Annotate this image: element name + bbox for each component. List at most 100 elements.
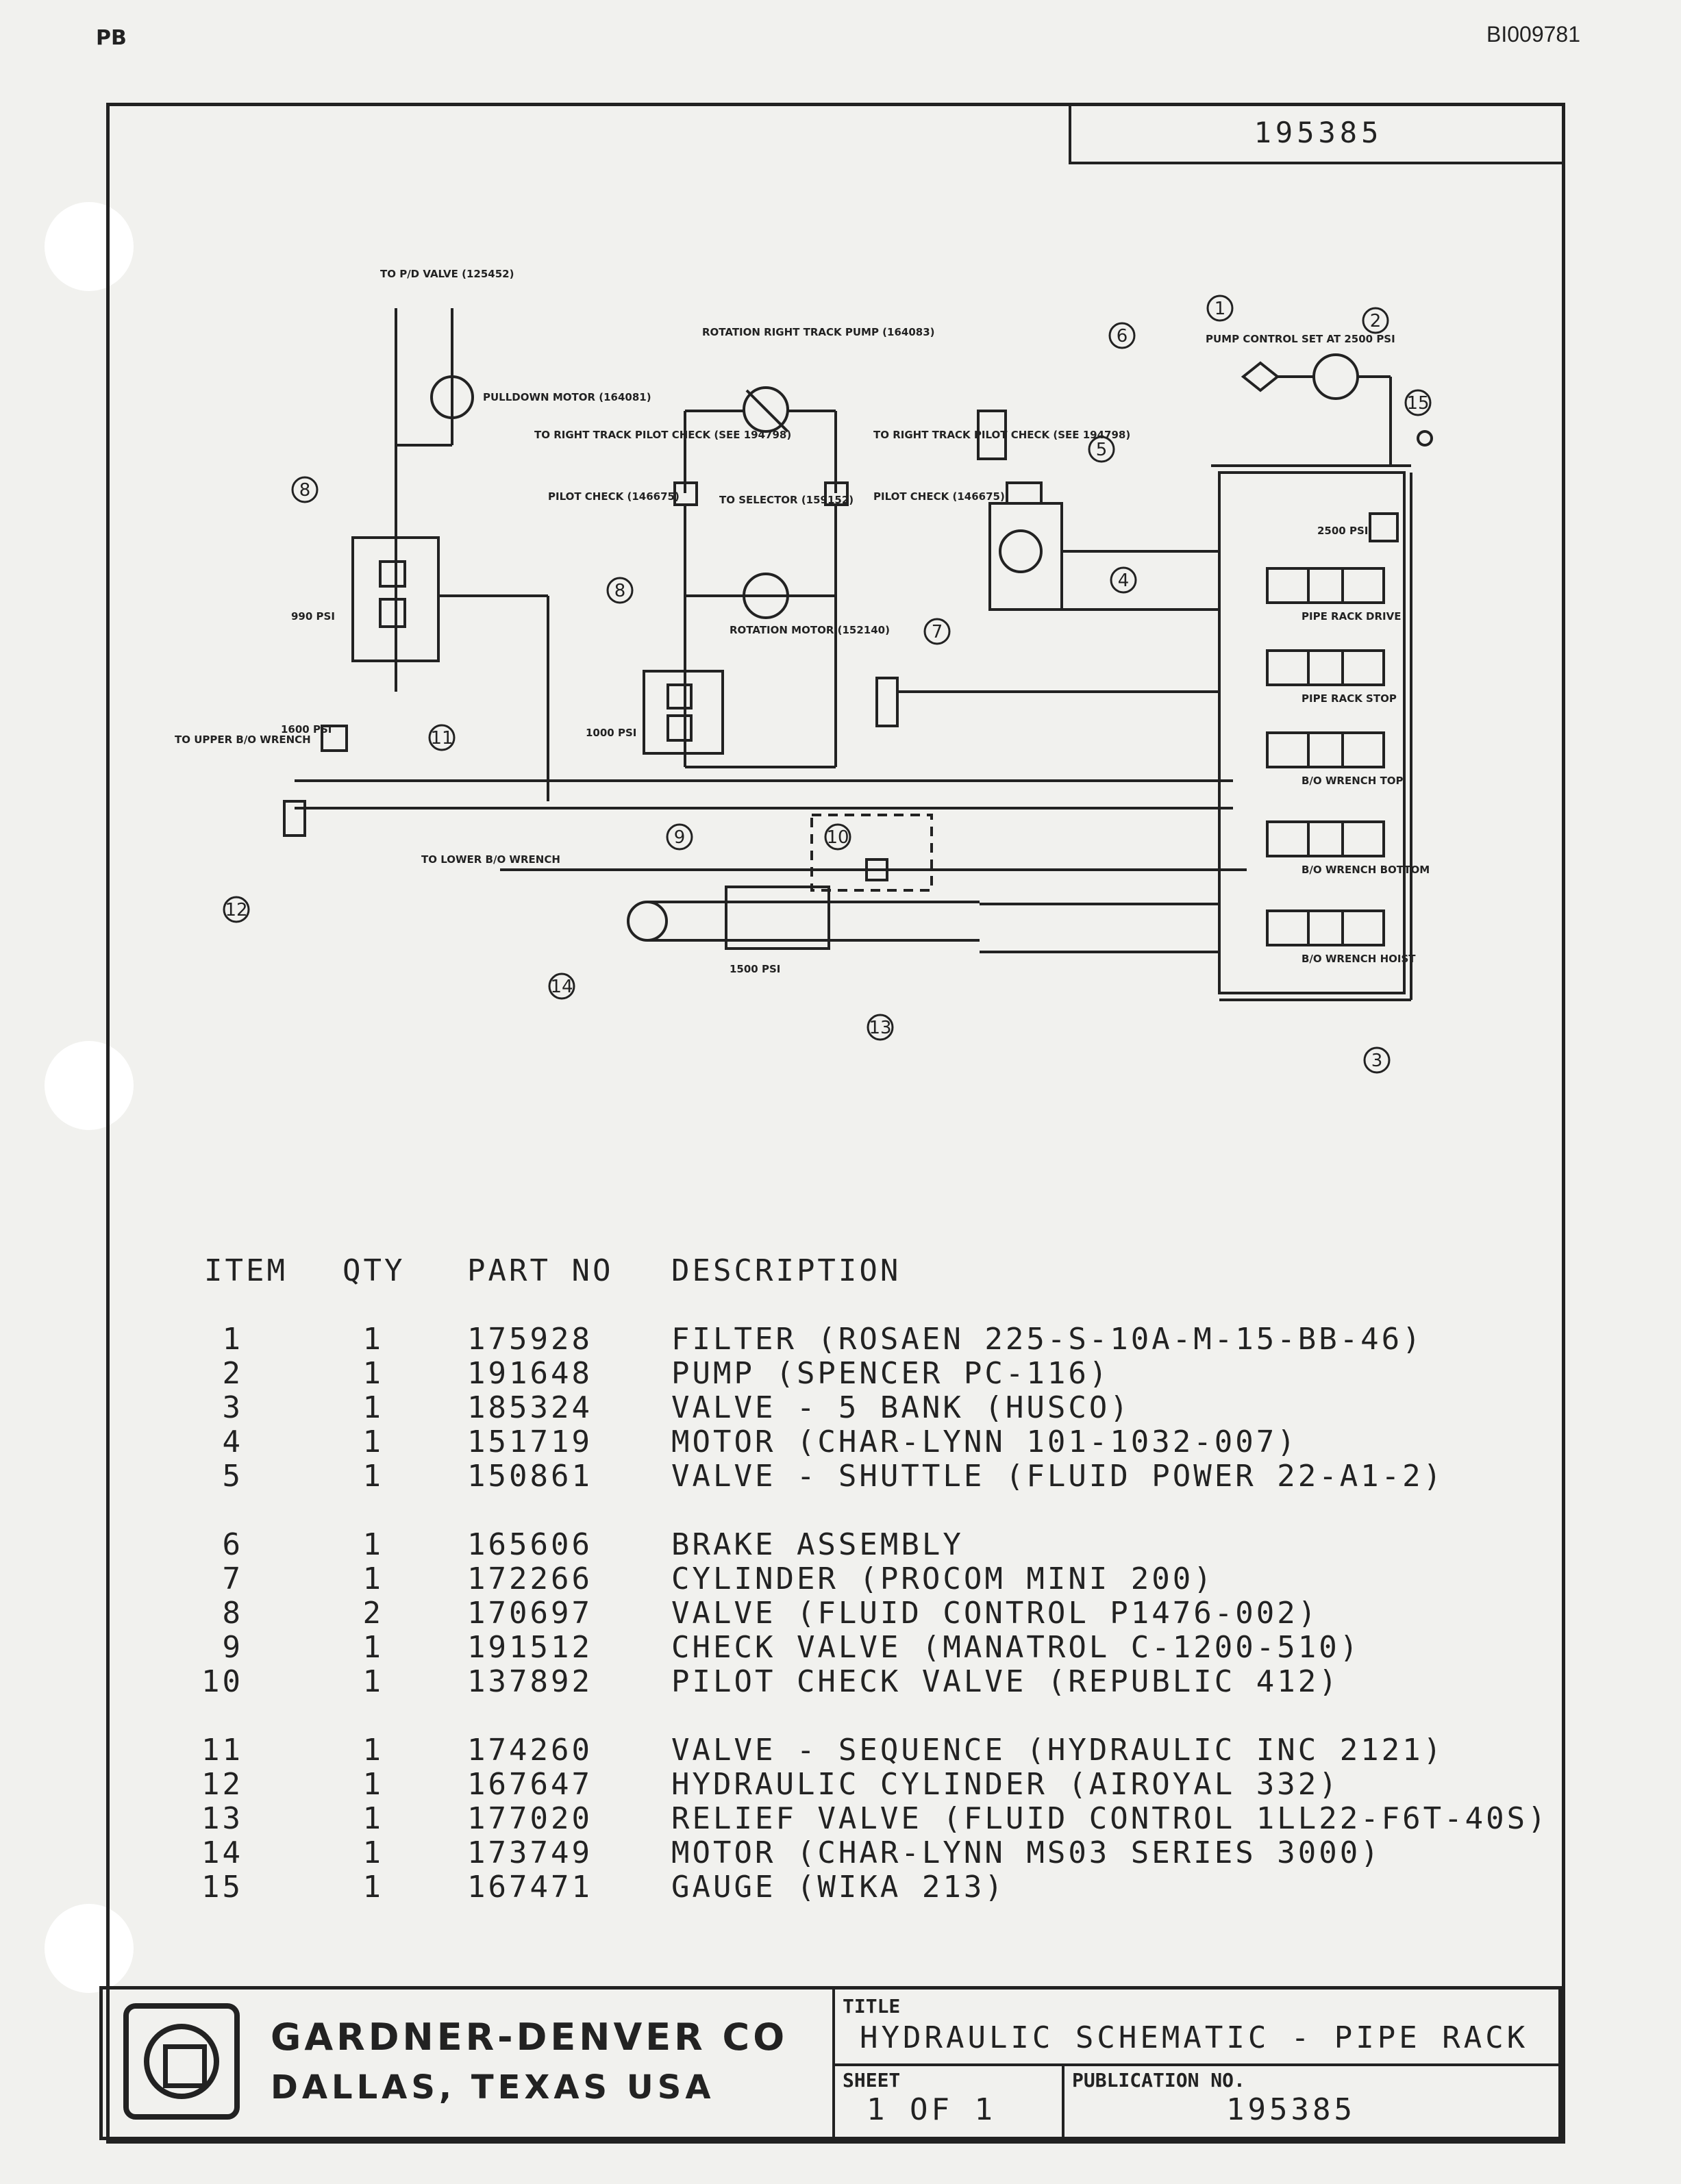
shuttle-valve-symbol — [1006, 481, 1043, 505]
svg-text:9: 9 — [674, 827, 686, 848]
parts-row-desc: VALVE - SEQUENCE (HYDRAULIC INC 2121) — [671, 1733, 1445, 1768]
svg-text:8: 8 — [299, 480, 311, 501]
label-1000-psi: 1000 PSI — [586, 727, 636, 739]
publication-label: PUBLICATION NO. — [1072, 2069, 1245, 2092]
svg-text:14: 14 — [550, 977, 573, 997]
parts-row-item: 3 — [222, 1390, 243, 1425]
label-lower-wrench: TO LOWER B/O WRENCH — [421, 853, 560, 866]
parts-row-desc: VALVE (FLUID CONTROL P1476-002) — [671, 1596, 1319, 1631]
label-pulldown-motor: PULLDOWN MOTOR (164081) — [483, 391, 651, 403]
parts-row-desc: MOTOR (CHAR-LYNN 101-1032-007) — [671, 1424, 1298, 1459]
five-bank-valve-symbol — [1218, 471, 1406, 994]
drawing-frame — [106, 103, 1565, 2144]
parts-row-item: 12 — [201, 1767, 243, 1802]
parts-row-item: 5 — [222, 1459, 243, 1494]
brake-assembly-symbol — [977, 410, 1007, 460]
label-bank-3: B/O WRENCH TOP — [1302, 775, 1404, 787]
parts-row-item: 15 — [201, 1870, 243, 1905]
parts-row-qty: 1 — [362, 1322, 384, 1357]
parts-row-desc: VALVE - 5 BANK (HUSCO) — [671, 1390, 1131, 1425]
svg-text:6: 6 — [1117, 326, 1128, 347]
label-bank-2: PIPE RACK STOP — [1302, 692, 1397, 705]
parts-row-qty: 1 — [362, 1870, 384, 1905]
parts-row-item: 8 — [222, 1596, 243, 1631]
label-right-pilot-left: TO RIGHT TRACK PILOT CHECK (SEE 194798) — [534, 429, 791, 441]
motor-14-symbol — [627, 901, 668, 942]
label-pump-control: PUMP CONTROL SET AT 2500 PSI — [1206, 333, 1395, 345]
parts-row-item: 7 — [222, 1561, 243, 1596]
sequence-valve-symbol — [321, 725, 348, 752]
parts-row-part: 170697 — [467, 1596, 593, 1631]
parts-row-part: 173749 — [467, 1835, 593, 1870]
parts-row-item: 6 — [222, 1527, 243, 1562]
pump-symbol — [1312, 353, 1359, 400]
parts-row-qty: 1 — [362, 1630, 384, 1665]
parts-row-qty: 1 — [362, 1835, 384, 1870]
parts-row-desc: MOTOR (CHAR-LYNN MS03 SERIES 3000) — [671, 1835, 1382, 1870]
filter-symbol — [1241, 361, 1280, 392]
title-label: TITLE — [843, 1995, 901, 2018]
parts-row-item: 14 — [201, 1835, 243, 1870]
drawing-title: HYDRAULIC SCHEMATIC - PIPE RACK — [860, 2020, 1529, 2055]
parts-row-item: 11 — [201, 1733, 243, 1768]
svg-text:11: 11 — [430, 728, 453, 749]
label-990-psi: 990 PSI — [291, 610, 335, 623]
parts-row-desc: PILOT CHECK VALVE (REPUBLIC 412) — [671, 1664, 1340, 1699]
parts-row-part: 191648 — [467, 1356, 593, 1391]
svg-text:2: 2 — [1370, 311, 1382, 331]
svg-text:3: 3 — [1371, 1051, 1383, 1071]
motor-4-symbol — [999, 529, 1043, 573]
parts-row-qty: 2 — [362, 1596, 384, 1631]
svg-text:10: 10 — [826, 827, 849, 848]
company-location: DALLAS, TEXAS USA — [271, 2068, 715, 2107]
parts-row-qty: 1 — [362, 1390, 384, 1425]
parts-row-item: 10 — [201, 1664, 243, 1699]
parts-row-part: 172266 — [467, 1561, 593, 1596]
parts-row-item: 9 — [222, 1630, 243, 1665]
label-2500-psi: 2500 PSI — [1317, 525, 1368, 537]
label-1600-psi: 1600 PSI — [281, 723, 332, 736]
drawing-number: 195385 — [1254, 115, 1383, 149]
parts-row-desc: BRAKE ASSEMBLY — [671, 1527, 964, 1562]
bank-spools — [1266, 567, 1385, 946]
cylinder-symbol — [875, 677, 899, 727]
header-item: ITEM — [204, 1253, 288, 1288]
parts-row-qty: 1 — [362, 1459, 384, 1494]
label-bank-5: B/O WRENCH HOIST — [1302, 953, 1416, 965]
parts-row-part: 151719 — [467, 1424, 593, 1459]
sheet-value: 1 OF 1 — [867, 2092, 996, 2127]
parts-row-item: 13 — [201, 1801, 243, 1836]
parts-row-part: 185324 — [467, 1390, 593, 1425]
parts-row-part: 165606 — [467, 1527, 593, 1562]
parts-row-part: 177020 — [467, 1801, 593, 1836]
parts-row-desc: GAUGE (WIKA 213) — [671, 1870, 1006, 1905]
binder-hole-middle — [45, 1041, 134, 1130]
company-logo — [123, 2003, 240, 2120]
parts-row-desc: PUMP (SPENCER PC-116) — [671, 1356, 1110, 1391]
label-1500-psi: 1500 PSI — [730, 963, 780, 975]
sheet-label: SHEET — [843, 2069, 901, 2092]
title-block: GARDNER-DENVER CO DALLAS, TEXAS USA TITL… — [99, 1986, 1562, 2140]
label-bank-4: B/O WRENCH BOTTOM — [1302, 864, 1430, 876]
header-part-no: PART NO — [467, 1253, 614, 1288]
header-description: DESCRIPTION — [671, 1253, 901, 1288]
parts-row-qty: 1 — [362, 1664, 384, 1699]
parts-row-qty: 1 — [362, 1561, 384, 1596]
parts-row-part: 150861 — [467, 1459, 593, 1494]
relief-valve-symbol — [725, 886, 830, 950]
parts-row-qty: 1 — [362, 1356, 384, 1391]
pilot-check-valve-symbol — [865, 858, 888, 881]
parts-row-desc: CHECK VALVE (MANATROL C-1200-510) — [671, 1630, 1361, 1665]
svg-text:4: 4 — [1118, 570, 1130, 591]
parts-row-part: 191512 — [467, 1630, 593, 1665]
binder-hole-top — [45, 202, 134, 291]
svg-text:1: 1 — [1215, 299, 1226, 319]
svg-text:12: 12 — [225, 900, 247, 920]
label-rotation-motor: ROTATION MOTOR (152140) — [730, 624, 890, 636]
binder-hole-bottom — [45, 1904, 134, 1993]
parts-row-part: 167647 — [467, 1767, 593, 1802]
parts-row-qty: 1 — [362, 1733, 384, 1768]
publication-number: 195385 — [1226, 2092, 1356, 2127]
parts-row-part: 137892 — [467, 1664, 593, 1699]
label-rotation-pump: ROTATION RIGHT TRACK PUMP (164083) — [702, 326, 935, 338]
